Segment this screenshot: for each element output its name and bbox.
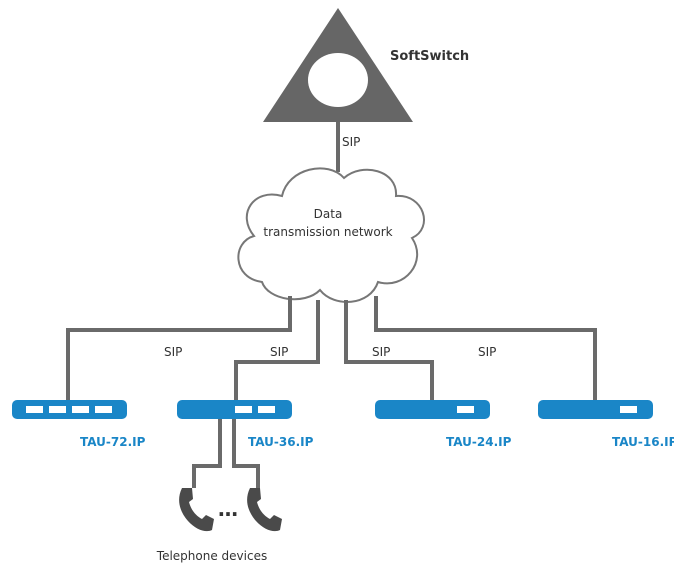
link-tau36 xyxy=(234,300,320,400)
device-tau24-label: TAU-24.IP xyxy=(446,435,512,449)
device-tau24-body xyxy=(375,400,490,419)
device-tau16-body xyxy=(538,400,653,419)
link-tau24 xyxy=(344,300,434,400)
device-tau24 xyxy=(375,400,490,419)
softswitch-circle xyxy=(308,53,368,107)
telephone-handset-icon xyxy=(247,488,282,532)
phone-link-left xyxy=(192,419,222,488)
telephone-ellipsis: … xyxy=(218,497,238,521)
device-tau36-label: TAU-36.IP xyxy=(248,435,314,449)
port-icon xyxy=(72,406,89,413)
device-tau16 xyxy=(538,400,653,419)
port-icon xyxy=(620,406,637,413)
cloud-label-line2: transmission network xyxy=(263,225,392,239)
port-icon xyxy=(49,406,66,413)
cloud-icon xyxy=(237,167,425,303)
port-icon xyxy=(26,406,43,413)
telephone-devices-label: Telephone devices xyxy=(156,549,267,563)
telephone-handset-icon xyxy=(179,488,214,532)
cloud-label-line1: Data xyxy=(314,207,343,221)
device-tau72-label: TAU-72.IP xyxy=(80,435,146,449)
sip-label-tau72: SIP xyxy=(164,345,182,359)
port-icon xyxy=(95,406,112,413)
port-icon xyxy=(457,406,474,413)
link-tau72 xyxy=(66,296,292,400)
softswitch-sip-label: SIP xyxy=(342,135,360,149)
device-tau36-body xyxy=(177,400,292,419)
data-network-cloud xyxy=(237,167,425,303)
port-icon xyxy=(258,406,275,413)
phone-link-right xyxy=(232,419,260,488)
softswitch-node xyxy=(263,8,413,122)
device-tau36 xyxy=(177,400,292,419)
device-tau72 xyxy=(12,400,127,419)
softswitch-label: SoftSwitch xyxy=(390,49,469,64)
sip-label-tau16: SIP xyxy=(478,345,496,359)
port-icon xyxy=(235,406,252,413)
device-tau16-label: TAU-16.IP xyxy=(612,435,674,449)
link-tau16 xyxy=(374,296,597,400)
sip-label-tau36: SIP xyxy=(270,345,288,359)
device-tau72-body xyxy=(12,400,127,419)
sip-label-tau24: SIP xyxy=(372,345,390,359)
